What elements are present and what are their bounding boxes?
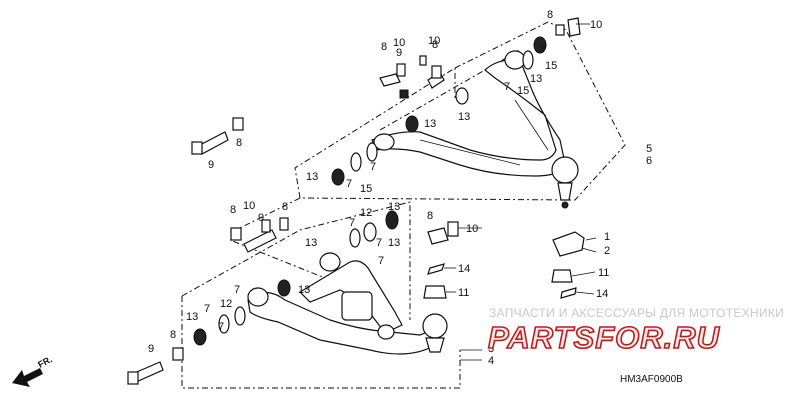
lower-arm-group [127, 117, 585, 389]
lower-arm-bracket [341, 291, 373, 321]
callout-9: 9 [148, 343, 154, 355]
callout-8: 8 [427, 210, 433, 222]
callout-14: 14 [458, 263, 470, 275]
direction-label: FR. [36, 354, 53, 370]
callout-13: 13 [186, 311, 198, 323]
callout-8: 8 [230, 204, 236, 216]
lower-front-nut [423, 285, 447, 299]
callout-11: 11 [598, 267, 609, 279]
lower-front-seal [385, 210, 399, 230]
callout-7: 7 [504, 81, 510, 93]
callout-7: 7 [346, 178, 352, 190]
upper-front-seal [533, 36, 547, 54]
callout-11: 11 [458, 287, 469, 299]
callout-7: 7 [349, 217, 355, 229]
callout-4: 4 [488, 355, 494, 367]
callout-14: 14 [596, 288, 608, 300]
callout-15: 15 [545, 60, 557, 72]
callout-13: 13 [306, 171, 318, 183]
callout-13: 13 [388, 237, 400, 249]
callout-10: 10 [243, 200, 255, 212]
callout-9: 9 [396, 47, 402, 59]
upper-arm-rear-bushing [373, 133, 395, 151]
callout-8: 8 [282, 201, 288, 213]
upper-front-cap [567, 17, 581, 37]
callout-7: 7 [540, 44, 546, 56]
callout-9: 9 [258, 212, 264, 224]
callout-12: 12 [360, 207, 372, 219]
upper-arm [371, 59, 567, 177]
callout-13: 13 [388, 201, 400, 213]
callout-6: 6 [646, 155, 652, 167]
watermark-logo: PARTSFOR.RU [488, 320, 721, 355]
callout-10: 10 [393, 37, 405, 49]
callout-3: 3 [488, 343, 494, 355]
lower-mid-bolt [243, 229, 277, 253]
diagram-code: HM3AF0900B [620, 374, 683, 385]
callout-9: 9 [208, 159, 214, 171]
upper-rear-seal [331, 168, 345, 186]
arrow-icon [12, 368, 43, 387]
callout-7: 7 [204, 303, 210, 315]
upper-arm-group [294, 17, 626, 209]
clip [552, 231, 585, 257]
callout-13: 13 [530, 73, 542, 85]
callout-13: 13 [305, 237, 317, 249]
callout-7: 7 [370, 161, 376, 173]
callout-8: 8 [547, 9, 553, 21]
callout-12: 12 [220, 298, 232, 310]
callout-7: 7 [378, 255, 384, 267]
callout-13: 13 [424, 118, 436, 130]
callout-15: 15 [517, 85, 529, 97]
callout-10: 10 [466, 223, 478, 235]
callout-7: 7 [234, 284, 240, 296]
callout-10: 10 [428, 35, 440, 47]
callout-2: 2 [604, 245, 610, 257]
callout-13: 13 [458, 111, 470, 123]
callout-7: 7 [376, 237, 382, 249]
front-direction-indicator: FR. [12, 354, 54, 387]
callout-7: 7 [218, 321, 224, 333]
watermark: ЗАПЧАСТИ И АКСЕССУАРЫ ДЛЯ МОТОТЕХНИКИ PA… [487, 306, 784, 356]
callout-8: 8 [381, 41, 387, 53]
watermark-tagline: ЗАПЧАСТИ И АКСЕССУАРЫ ДЛЯ МОТОТЕХНИКИ [489, 306, 784, 320]
cotter-pin [560, 287, 577, 299]
lower-rear-seal [193, 328, 207, 346]
callout-13: 13 [298, 284, 310, 296]
callout-5: 5 [646, 143, 652, 155]
callout-8: 8 [236, 137, 242, 149]
callout-8: 8 [432, 39, 438, 51]
leader-lines [444, 23, 597, 361]
callout-labels: 8 10 7 15 13 7 15 8 10 9 8 10 13 13 8 9 … [148, 9, 652, 367]
upper-arm-front-bushing [504, 50, 526, 70]
upper-ball-joint [551, 156, 579, 184]
callout-10: 10 [590, 19, 602, 31]
callout-8: 8 [170, 329, 176, 341]
upper-bolt [379, 73, 401, 87]
castle-nut [551, 269, 573, 283]
callout-1: 1 [604, 231, 610, 243]
callout-15: 15 [360, 183, 372, 195]
lower-ball-joint [422, 313, 448, 339]
